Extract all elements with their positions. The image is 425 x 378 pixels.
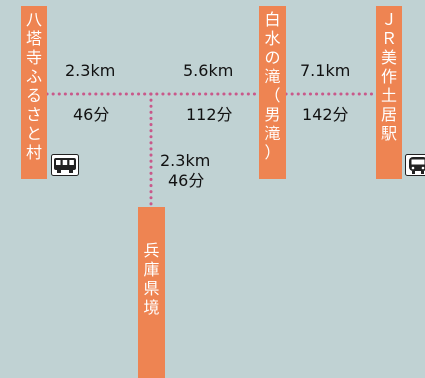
node-hyogo-border: 兵庫県境 [138,207,165,378]
time-hattoji-junction: 46分 [73,105,110,124]
node-hyogo-label: 兵庫県境 [143,241,160,317]
node-hattoji-label: 八塔寺ふるさと村 [25,10,42,162]
time-junction-shirouzu: 112分 [186,105,233,124]
node-shirouzu-label: 白水の滝（男滝） [264,10,281,162]
distance-junction-border: 2.3km [160,151,211,170]
node-shirouzu-falls: 白水の滝（男滝） [259,6,286,179]
train-icon [405,154,425,176]
time-junction-border: 46分 [168,171,205,190]
distance-shirouzu-jr: 7.1km [300,61,351,80]
bus-icon [51,154,79,176]
distance-hattoji-junction: 2.3km [65,61,116,80]
time-shirouzu-jr: 142分 [302,105,349,124]
node-hattoji: 八塔寺ふるさと村 [21,6,47,179]
distance-junction-shirouzu: 5.6km [183,61,234,80]
